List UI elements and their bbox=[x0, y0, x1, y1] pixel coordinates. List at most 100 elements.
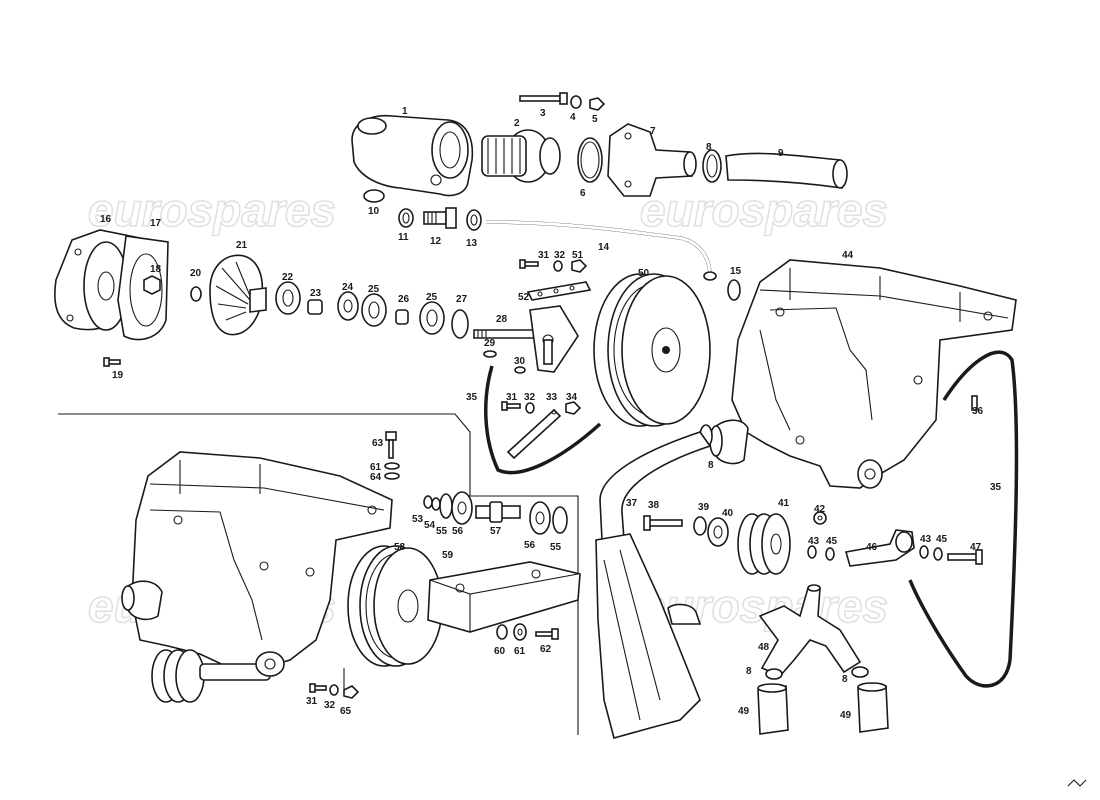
part-label-7: 7 bbox=[650, 126, 656, 137]
part-label-32b: 32 bbox=[524, 392, 536, 403]
part-label-47: 47 bbox=[970, 542, 982, 553]
part-label-43b: 43 bbox=[920, 534, 932, 545]
part-55-56-bearing-a bbox=[439, 491, 473, 525]
part-label-50: 50 bbox=[638, 268, 650, 279]
part-39-washer bbox=[693, 516, 707, 536]
part-label-55a: 55 bbox=[436, 526, 448, 537]
part-25-bearing-a bbox=[361, 293, 387, 327]
part-label-4: 4 bbox=[570, 112, 576, 123]
part-33-link bbox=[506, 408, 562, 460]
part-label-61b: 61 bbox=[514, 646, 526, 657]
part-label-1: 1 bbox=[402, 106, 408, 117]
part-label-35a: 35 bbox=[466, 392, 478, 403]
part-label-15: 15 bbox=[730, 266, 742, 277]
part-32-washer-b bbox=[525, 402, 535, 414]
part-10-gasket bbox=[363, 189, 385, 203]
part-8-clip-left bbox=[765, 668, 783, 680]
part-label-45b: 45 bbox=[936, 534, 948, 545]
part-label-61a: 61 bbox=[370, 462, 382, 473]
part-label-51: 51 bbox=[572, 250, 584, 261]
part-label-12: 12 bbox=[430, 236, 442, 247]
part-43-washer-b bbox=[919, 545, 929, 559]
part-41-idler-pulley bbox=[737, 513, 791, 575]
part-label-17: 17 bbox=[150, 218, 162, 229]
part-23-spacer bbox=[307, 299, 323, 315]
part-label-28: 28 bbox=[496, 314, 508, 325]
part-label-34: 34 bbox=[566, 392, 578, 403]
part-2-thermostat bbox=[481, 129, 561, 183]
left-timing-cover bbox=[121, 451, 393, 673]
part-label-31a: 31 bbox=[538, 250, 550, 261]
part-label-52: 52 bbox=[518, 292, 530, 303]
part-9-hose-top bbox=[725, 152, 848, 189]
part-32-washer-a bbox=[553, 260, 563, 272]
watermark-1: eurospares bbox=[88, 184, 336, 236]
part-label-27: 27 bbox=[456, 294, 468, 305]
part-24-seal bbox=[337, 291, 359, 321]
part-label-41: 41 bbox=[778, 498, 790, 509]
part-25-bearing-b bbox=[419, 301, 445, 335]
part-label-59: 59 bbox=[442, 550, 454, 561]
part-label-23: 23 bbox=[310, 288, 322, 299]
part-49-hose-right bbox=[857, 682, 889, 733]
part-label-11: 11 bbox=[398, 232, 409, 243]
corner-mark bbox=[1067, 779, 1087, 787]
part-12-union bbox=[423, 207, 457, 229]
part-61-washer-b bbox=[513, 623, 527, 641]
part-3-bolt bbox=[519, 92, 568, 105]
part-35-fan-belt-b bbox=[908, 350, 1019, 688]
part-7-outlet-elbow bbox=[607, 123, 697, 197]
part-8-clip-right bbox=[851, 666, 869, 678]
part-label-35b: 35 bbox=[990, 482, 1002, 493]
part-11-washer bbox=[398, 208, 414, 228]
frame-line-left bbox=[58, 413, 579, 735]
part-label-31c: 31 bbox=[306, 696, 318, 707]
part-40-bearing bbox=[707, 517, 729, 547]
part-label-54: 54 bbox=[424, 520, 436, 531]
part-label-18: 18 bbox=[150, 264, 162, 275]
part-label-36: 36 bbox=[972, 406, 984, 417]
part-label-2: 2 bbox=[514, 118, 520, 129]
part-label-64: 64 bbox=[370, 472, 382, 483]
part-label-32c: 32 bbox=[324, 700, 336, 711]
part-label-26: 26 bbox=[398, 294, 410, 305]
part-49-hose-left bbox=[757, 683, 789, 735]
part-45-nut-b bbox=[933, 547, 943, 561]
part-53-54-washers bbox=[423, 495, 441, 511]
part-label-33: 33 bbox=[546, 392, 558, 403]
part-label-37: 37 bbox=[626, 498, 638, 509]
part-label-49a: 49 bbox=[738, 706, 750, 717]
part-label-42: 42 bbox=[814, 504, 826, 515]
part-label-57: 57 bbox=[490, 526, 502, 537]
part-65-nut bbox=[343, 685, 360, 699]
part-17-cover-gasket bbox=[117, 235, 169, 341]
part-14-bypass-hose bbox=[485, 220, 717, 281]
part-28-shaft bbox=[473, 329, 541, 339]
part-label-8c: 8 bbox=[746, 666, 752, 677]
part-60-washer bbox=[496, 624, 508, 640]
part-31-bolt-a bbox=[519, 259, 539, 269]
part-label-49b: 49 bbox=[840, 710, 852, 721]
part-label-44: 44 bbox=[842, 250, 854, 261]
part-label-53: 53 bbox=[412, 514, 424, 525]
part-18-nut bbox=[143, 275, 161, 295]
part-45-nut-a bbox=[825, 547, 835, 561]
part-label-13: 13 bbox=[466, 238, 478, 249]
part-46-idler-arm bbox=[844, 529, 915, 567]
part-labels: 1 2 3 4 5 6 7 8 9 10 11 12 13 14 15 16 1… bbox=[100, 106, 1002, 721]
part-label-60: 60 bbox=[494, 646, 506, 657]
part-63-bolt bbox=[385, 431, 397, 459]
part-label-9: 9 bbox=[778, 148, 784, 159]
part-52-adjuster-link bbox=[526, 281, 592, 301]
part-64-nut bbox=[384, 472, 400, 480]
watermark-2: eurospares bbox=[640, 184, 888, 236]
part-label-63: 63 bbox=[372, 438, 384, 449]
part-label-3: 3 bbox=[540, 108, 546, 119]
part-42-nut bbox=[813, 511, 827, 525]
part-37-bottom-hose bbox=[595, 431, 712, 739]
part-label-40: 40 bbox=[722, 508, 734, 519]
part-label-24: 24 bbox=[342, 282, 354, 293]
part-label-8d: 8 bbox=[842, 674, 848, 685]
part-5-nut bbox=[589, 97, 606, 111]
